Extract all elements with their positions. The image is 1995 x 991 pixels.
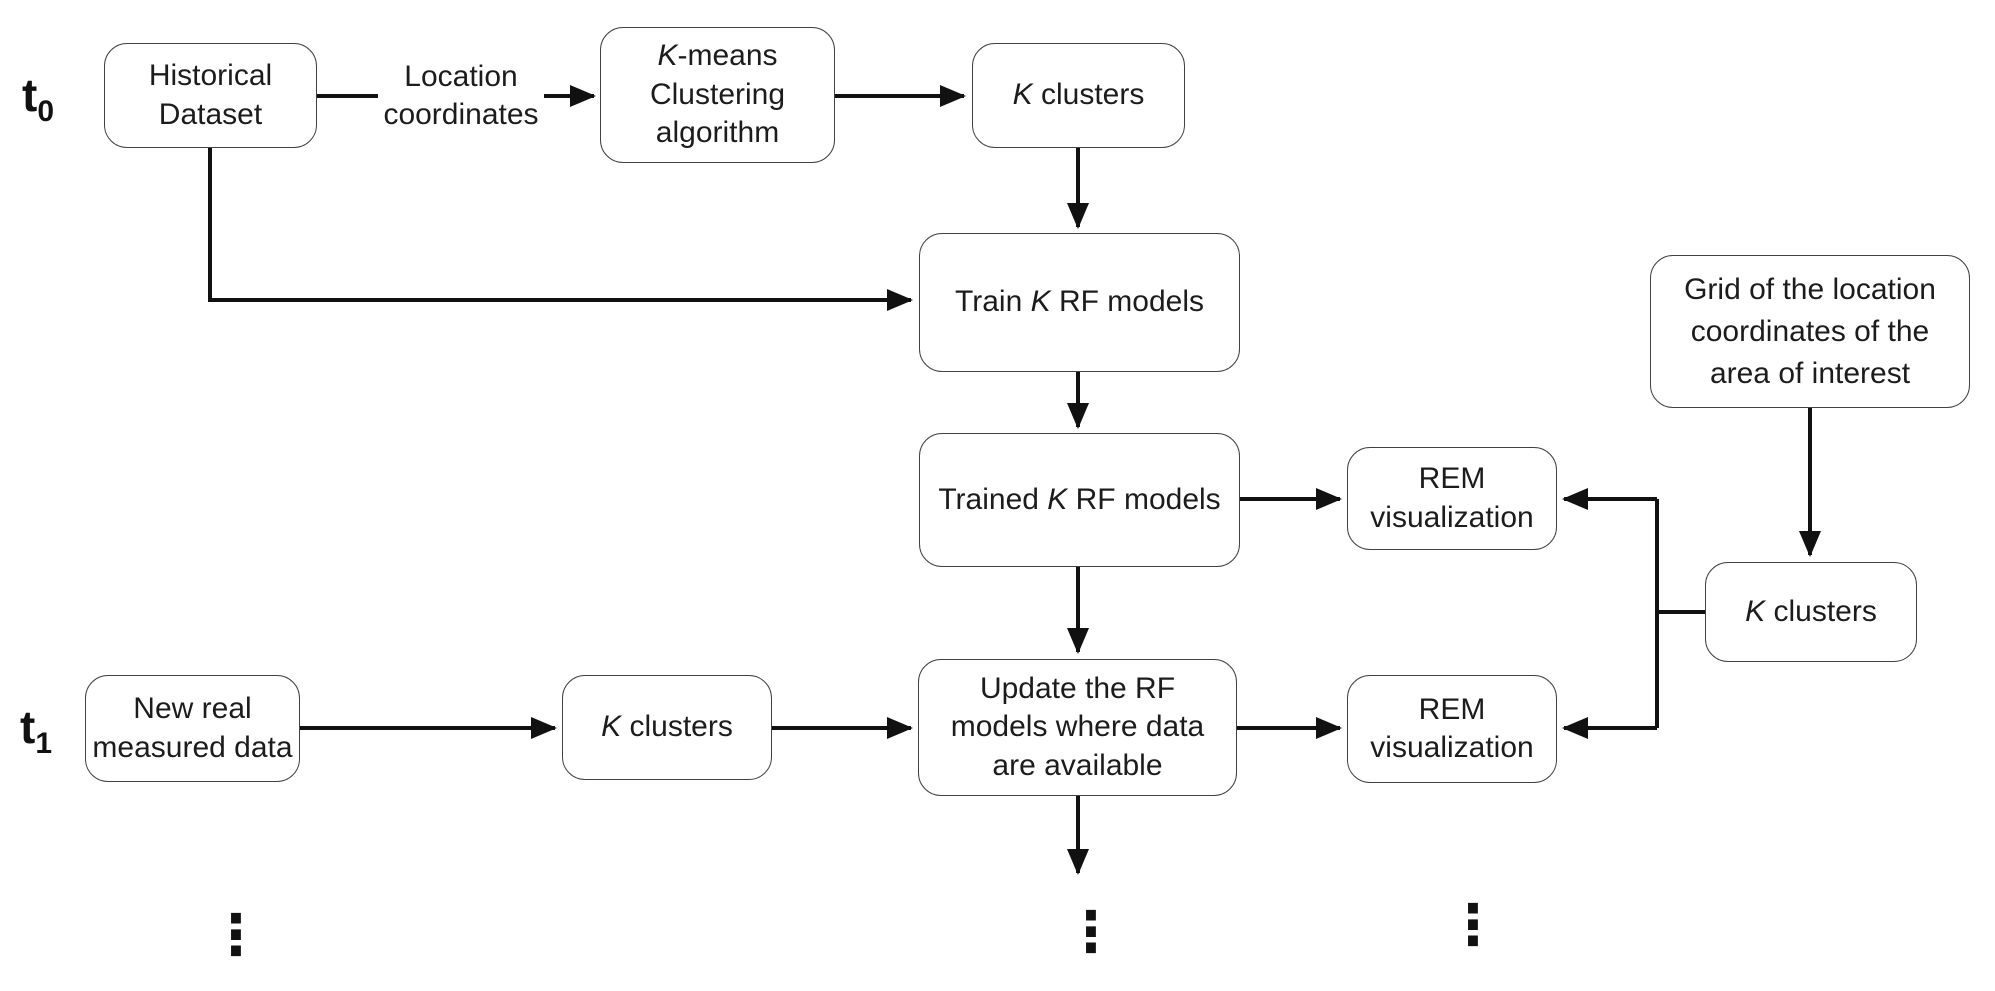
node-new-real-measured-data: New real measured data (85, 675, 300, 782)
node-k-clusters-right: K clusters (1705, 562, 1917, 662)
node-historical-dataset: Historical Dataset (104, 43, 317, 148)
k-clusters-bottom-rest: clusters (621, 710, 733, 744)
train-post: RF models (1050, 285, 1204, 319)
rem-visualization-bottom-label: REM visualization (1370, 692, 1534, 764)
k-clusters-bottom-label: K clusters (601, 708, 733, 746)
timestep-label-t0: t0 (22, 72, 54, 127)
t0-base: t (22, 69, 38, 121)
update-label: Update the RF models where data are avai… (950, 671, 1205, 782)
trained-pre: Trained (938, 482, 1048, 516)
node-rem-visualization-top: REM visualization (1347, 447, 1557, 550)
t1-subscript: 1 (35, 727, 53, 761)
historical-dataset-label: Historical Dataset (148, 59, 273, 131)
kmeans-label: K-means Clustering algorithm (650, 37, 785, 152)
node-trained-k-rf-models: Trained K RF models (919, 433, 1240, 567)
node-rem-visualization-bottom: REM visualization (1347, 675, 1557, 783)
k-clusters-top-italic-k: K (1012, 78, 1033, 112)
node-train-k-rf-models: Train K RF models (919, 233, 1240, 372)
trained-italic-k: K (1047, 482, 1068, 516)
train-label: Train K RF models (955, 283, 1204, 321)
k-clusters-right-label: K clusters (1745, 593, 1877, 631)
edge-label-location-coordinates: Location coordinates (356, 58, 566, 133)
vertical-ellipsis-left-icon: ⋮ (208, 903, 264, 968)
grid-label: Grid of the location coordinates of the … (1684, 272, 1936, 390)
t0-subscript: 0 (37, 95, 55, 129)
train-italic-k: K (1030, 285, 1051, 319)
k-clusters-top-label: K clusters (1013, 76, 1145, 114)
k-clusters-bottom-italic-k: K (601, 710, 622, 744)
k-clusters-right-rest: clusters (1765, 594, 1877, 628)
trained-label: Trained K RF models (938, 481, 1220, 519)
trained-post: RF models (1067, 482, 1221, 516)
vertical-ellipsis-right-icon: ⋮ (1445, 893, 1501, 958)
vertical-ellipsis-center-icon: ⋮ (1063, 900, 1119, 965)
edge-historical-to-train (208, 148, 913, 311)
node-update-rf-models: Update the RF models where data are avai… (918, 659, 1237, 796)
node-grid-of-location-coordinates: Grid of the location coordinates of the … (1650, 255, 1970, 408)
t1-base: t (20, 701, 36, 753)
location-coordinates-text: Location coordinates (383, 60, 539, 131)
k-clusters-right-italic-k: K (1745, 594, 1766, 628)
train-pre: Train (955, 285, 1031, 319)
new-real-measured-data-label: New real measured data (92, 692, 293, 764)
node-kmeans-clustering-algorithm: K-means Clustering algorithm (600, 27, 835, 163)
node-k-clusters-bottom: K clusters (562, 675, 772, 780)
kmeans-italic-k: K (657, 39, 678, 73)
node-k-clusters-top: K clusters (972, 43, 1185, 148)
timestep-label-t1: t1 (20, 704, 52, 759)
k-clusters-top-rest: clusters (1032, 78, 1145, 112)
kmeans-rest: -means Clustering algorithm (649, 39, 786, 150)
rem-visualization-top-label: REM visualization (1370, 462, 1534, 534)
